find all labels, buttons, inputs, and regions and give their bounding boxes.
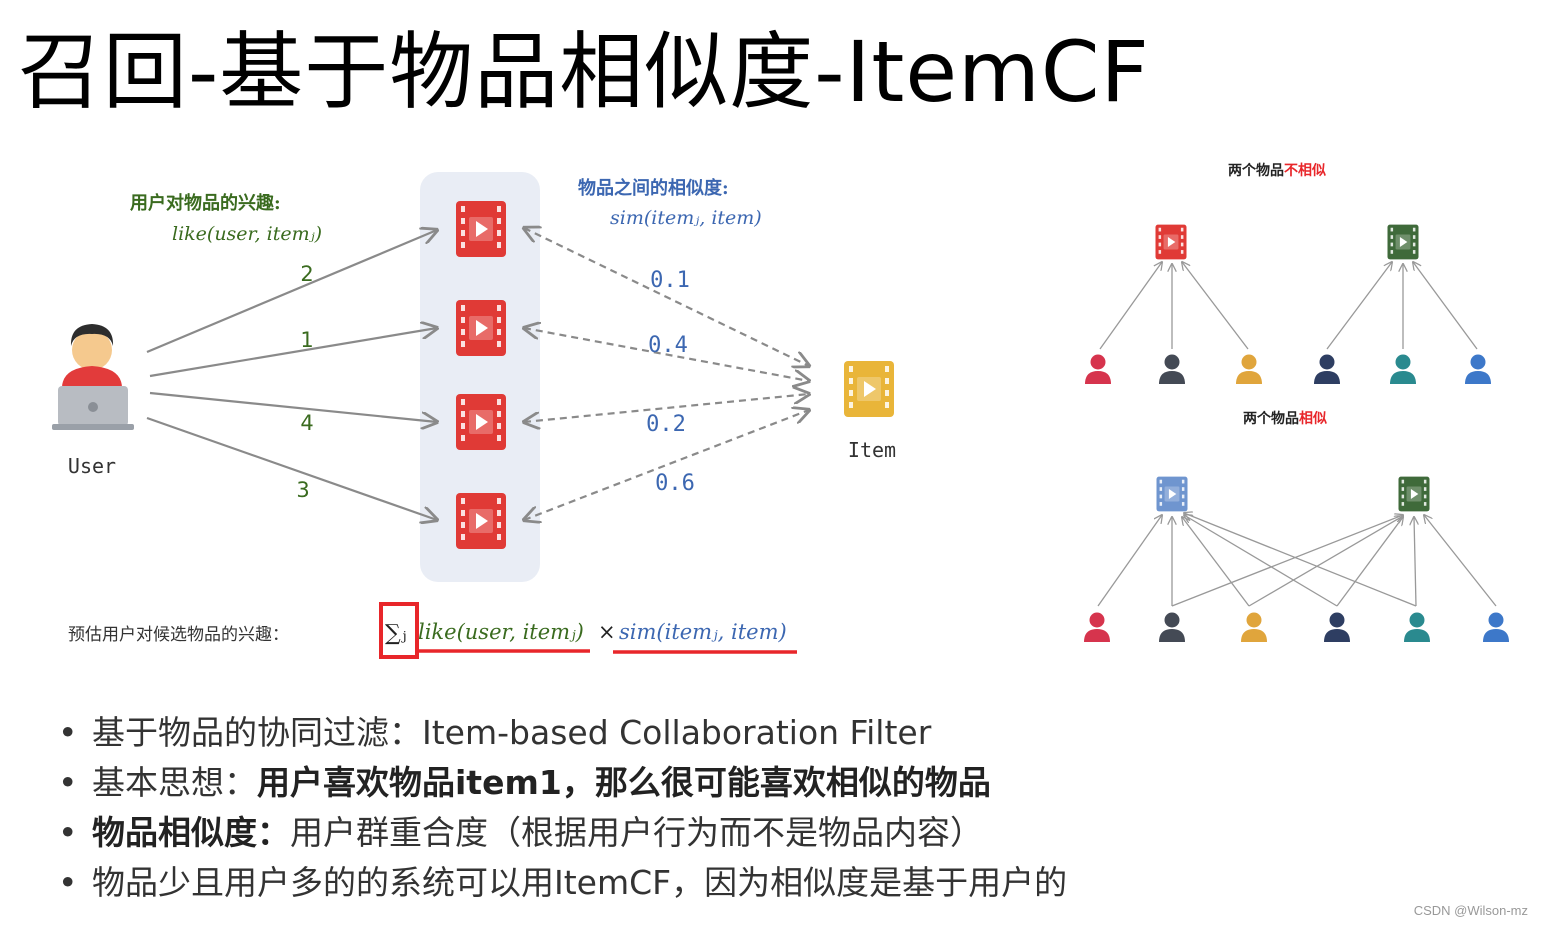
watermark: CSDN @Wilson-mz xyxy=(1413,903,1528,918)
video-icon xyxy=(456,394,506,450)
person-icon xyxy=(1241,612,1267,642)
person-icon xyxy=(1404,612,1430,642)
user-icon xyxy=(52,324,134,430)
formula-sum: ∑ⱼ xyxy=(385,621,407,646)
link-arrow xyxy=(1099,262,1162,350)
similar-caption: 两个物品相似 xyxy=(1243,410,1327,427)
link-arrow xyxy=(1413,262,1478,350)
link-arrow xyxy=(1182,262,1249,350)
video-icon xyxy=(456,493,506,549)
formula-like: like(user, itemⱼ) xyxy=(418,620,584,644)
bullet-item: 物品相似度：用户群重合度（根据用户行为而不是物品内容） xyxy=(58,808,1067,858)
person-icon xyxy=(1084,612,1110,642)
similarity-value-3: 0.2 xyxy=(646,412,686,437)
person-icon xyxy=(1085,354,1111,384)
bullet-item: 基于物品的协同过滤：Item-based Collaboration Filte… xyxy=(58,708,1067,758)
link-arrow xyxy=(1182,517,1250,607)
page-title: 召回-基于物品相似度-ItemCF xyxy=(18,23,1150,121)
interest-formula: like(user, itemⱼ) xyxy=(172,223,322,245)
similarity-value-2: 0.4 xyxy=(648,333,688,358)
similarity-formula: sim(itemⱼ, item) xyxy=(610,207,762,229)
similarity-arrow xyxy=(524,410,809,520)
interest-weight-1: 2 xyxy=(300,262,313,286)
sum-highlight-box xyxy=(379,602,419,659)
video-icon xyxy=(1156,476,1188,512)
video-icon xyxy=(456,201,506,257)
formula-times: × xyxy=(598,620,616,644)
video-icon xyxy=(1155,224,1187,260)
video-icon xyxy=(1398,476,1430,512)
not-similar-caption: 两个物品不相似 xyxy=(1228,162,1326,179)
interest-arrow xyxy=(149,391,437,422)
item-label: Item xyxy=(848,438,896,462)
person-icon xyxy=(1324,612,1350,642)
interest-weight-2: 1 xyxy=(300,328,313,352)
interest-arrow xyxy=(146,230,437,354)
link-arrow xyxy=(1184,513,1417,607)
link-arrow xyxy=(1326,262,1392,350)
similarity-arrow xyxy=(524,228,809,366)
similarity-value-4: 0.6 xyxy=(655,471,695,496)
interest-arrow xyxy=(146,416,437,520)
person-icon xyxy=(1236,354,1262,384)
person-icon xyxy=(1390,354,1416,384)
link-arrow xyxy=(1184,515,1338,607)
person-icon xyxy=(1159,612,1185,642)
person-icon xyxy=(1465,354,1491,384)
link-arrow xyxy=(1171,515,1403,607)
similarity-label: 物品之间的相似度: xyxy=(578,177,729,199)
bullet-item: 物品少且用户多的的系统可以用ItemCF，因为相似度是基于用户的 xyxy=(58,858,1067,908)
interest-weight-4: 3 xyxy=(296,478,309,502)
link-arrow xyxy=(1336,517,1403,607)
estimate-label: 预估用户对候选物品的兴趣： xyxy=(68,625,289,645)
item-column-panel xyxy=(420,172,540,582)
person-icon xyxy=(1314,354,1340,384)
interest-arrow xyxy=(149,328,437,378)
similarity-value-1: 0.1 xyxy=(650,268,690,293)
link-arrow xyxy=(1248,516,1403,607)
formula-sim: sim(itemⱼ, item) xyxy=(619,620,787,644)
bullet-list: 基于物品的协同过滤：Item-based Collaboration Filte… xyxy=(58,708,1067,908)
interest-weight-3: 4 xyxy=(300,411,313,435)
link-arrow xyxy=(1097,515,1162,607)
interest-label: 用户对物品的兴趣: xyxy=(130,192,281,214)
user-label: User xyxy=(68,454,116,478)
similarity-arrow xyxy=(524,328,809,381)
video-icon xyxy=(1387,224,1419,260)
link-arrow xyxy=(1414,517,1416,607)
video-icon xyxy=(456,300,506,356)
bullet-item: 基本思想：用户喜欢物品item1，那么很可能喜欢相似的物品 xyxy=(58,758,1067,808)
person-icon xyxy=(1159,354,1185,384)
link-arrow xyxy=(1424,515,1497,607)
video-icon xyxy=(844,361,894,417)
person-icon xyxy=(1483,612,1509,642)
